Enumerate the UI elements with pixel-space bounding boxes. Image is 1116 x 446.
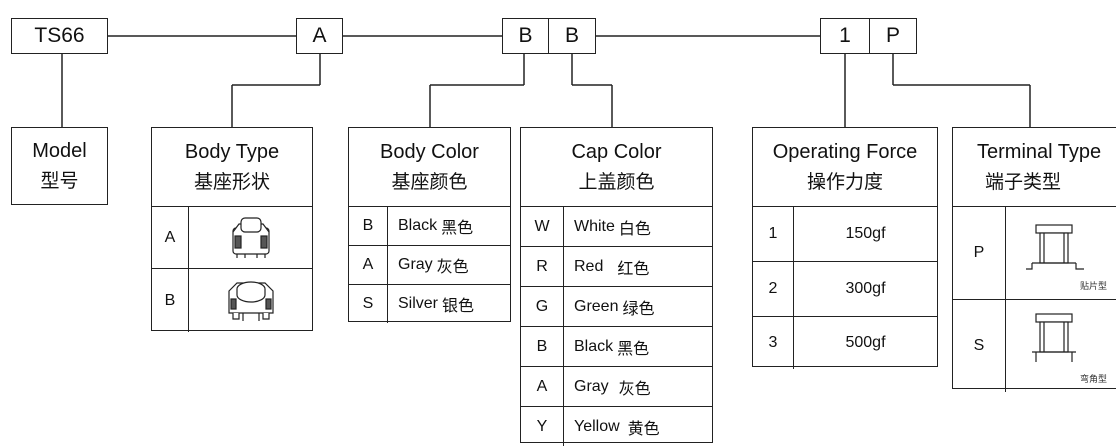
cap-color-key: G xyxy=(521,287,564,326)
force-header: Operating Force 操作力度 xyxy=(753,128,937,207)
cap-color-row: Y Yellow 黄色 xyxy=(521,407,712,446)
force-key: 3 xyxy=(753,317,794,369)
force-title-zh: 操作力度 xyxy=(806,171,883,193)
terminal-title-en: Terminal Type xyxy=(977,141,1102,163)
round-cap-switch-icon xyxy=(227,280,274,321)
force-box: Operating Force 操作力度 1 150gf 2 300gf 3 5… xyxy=(752,127,938,369)
body-color-en: Black xyxy=(398,217,438,234)
body-color-header: Body Color 基座颜色 xyxy=(349,128,510,207)
force-row: 2 300gf xyxy=(753,262,937,317)
cap-color-row: A Gray 灰色 xyxy=(521,367,712,407)
cap-color-en: White xyxy=(574,217,615,235)
square-switch-icon xyxy=(231,216,270,258)
code-terminal-label: P xyxy=(885,24,900,47)
cap-color-en: Black xyxy=(574,337,614,355)
body-type-key-b: B xyxy=(152,269,189,332)
force-key: 1 xyxy=(753,207,794,261)
code-force: 1 xyxy=(820,18,870,54)
force-value: 500gf xyxy=(845,334,886,351)
body-color-zh: 银色 xyxy=(442,296,475,315)
terminal-key: P xyxy=(953,207,1006,299)
code-body-type: A xyxy=(296,18,343,54)
model-title-en: Model xyxy=(32,140,87,162)
cap-color-en: Gray xyxy=(574,377,609,395)
cap-color-zh: 黄色 xyxy=(627,418,660,438)
code-terminal: P xyxy=(869,18,917,54)
terminal-header: Terminal Type 端子类型 xyxy=(953,128,1116,207)
force-title-en: Operating Force xyxy=(772,141,918,163)
code-force-label: 1 xyxy=(839,24,851,47)
connector-lines xyxy=(61,35,1031,127)
cap-color-en: Red xyxy=(574,257,604,275)
force-value: 150gf xyxy=(845,225,886,242)
body-color-zh: 灰色 xyxy=(436,257,469,276)
cap-color-zh: 红色 xyxy=(617,258,650,278)
body-type-title-zh: 基座形状 xyxy=(193,171,270,193)
cap-color-en: Green xyxy=(574,297,619,315)
body-color-title-en: Body Color xyxy=(380,141,479,163)
cap-color-key: R xyxy=(521,247,564,286)
code-cap-color-label: B xyxy=(564,24,579,47)
cap-color-key: Y xyxy=(521,407,564,446)
code-model-label: TS66 xyxy=(34,24,85,47)
terminal-row: S 弯角型 xyxy=(953,300,1116,392)
cap-color-zh: 白色 xyxy=(618,218,651,238)
terminal-note: 弯角型 xyxy=(1080,375,1108,385)
code-model: TS66 xyxy=(11,18,108,54)
terminal-title-zh: 端子类型 xyxy=(985,171,1062,193)
smd-terminal-icon xyxy=(1026,224,1084,270)
cap-color-title-en: Cap Color xyxy=(571,141,662,163)
cap-color-key: B xyxy=(521,327,564,366)
model-title-zh: 型号 xyxy=(40,170,79,192)
force-value: 300gf xyxy=(845,280,886,297)
force-row: 1 150gf xyxy=(753,207,937,262)
body-type-header: Body Type 基座形状 xyxy=(152,128,312,207)
body-color-en: Silver xyxy=(398,295,439,312)
body-color-zh: 黑色 xyxy=(441,218,474,237)
cap-color-zh: 绿色 xyxy=(622,298,655,318)
cap-color-header: Cap Color 上盖颜色 xyxy=(521,128,712,207)
force-key: 2 xyxy=(753,262,794,316)
cap-color-key: W xyxy=(521,207,564,246)
cap-color-title-zh: 上盖颜色 xyxy=(578,171,655,193)
cap-color-zh: 灰色 xyxy=(618,378,651,398)
terminal-key: S xyxy=(953,300,1006,392)
code-cap-color: B xyxy=(548,18,596,54)
code-body-color: B xyxy=(502,18,549,54)
body-color-title-zh: 基座颜色 xyxy=(391,171,468,193)
body-color-key: A xyxy=(349,246,388,284)
body-type-title-en: Body Type xyxy=(184,141,280,163)
body-type-box: Body Type 基座形状 A B xyxy=(151,127,313,332)
body-type-key-a: A xyxy=(152,207,189,268)
cap-color-en: Yellow xyxy=(574,417,620,435)
terminal-box: Terminal Type 端子类型 P 贴片型 S xyxy=(952,127,1116,392)
cap-color-key: A xyxy=(521,367,564,406)
body-type-row-a: A xyxy=(152,207,312,269)
body-color-key: S xyxy=(349,285,388,323)
bent-terminal-icon xyxy=(1032,313,1076,362)
model-box: Model 型号 xyxy=(11,127,108,205)
body-color-key: B xyxy=(349,207,388,245)
terminal-row: P 贴片型 xyxy=(953,207,1116,300)
code-body-color-label: B xyxy=(518,24,533,47)
code-body-type-label: A xyxy=(312,24,327,47)
body-type-row-b: B xyxy=(152,269,312,332)
cap-color-zh: 黑色 xyxy=(617,338,650,358)
cap-color-row: R Red 红色 xyxy=(521,247,712,287)
body-color-en: Gray xyxy=(398,256,433,273)
force-row: 3 500gf xyxy=(753,317,937,369)
terminal-note: 贴片型 xyxy=(1080,282,1108,292)
